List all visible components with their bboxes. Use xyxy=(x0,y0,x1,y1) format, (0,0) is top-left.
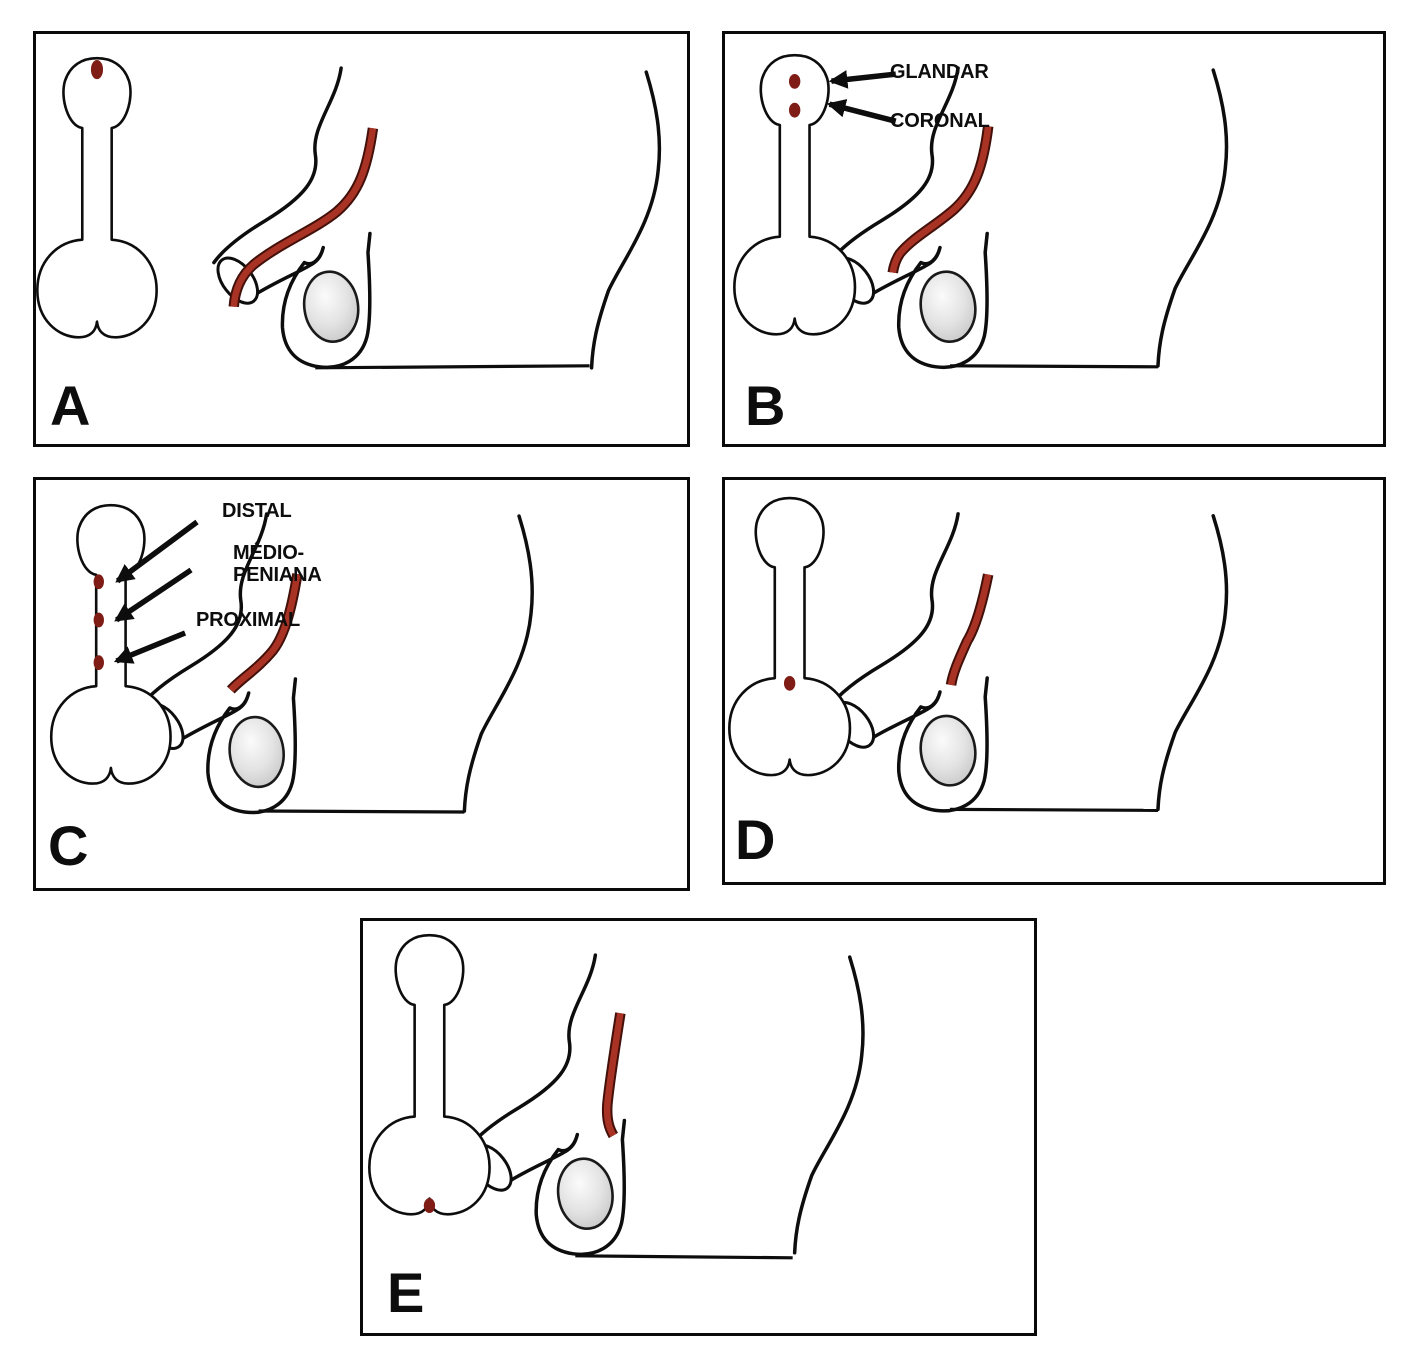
panel-letter: A xyxy=(50,374,91,437)
panel-d-drawing xyxy=(728,496,1229,813)
meatus-dot-proximal xyxy=(93,655,104,671)
frontal-penis xyxy=(728,496,852,777)
ground-line xyxy=(258,809,465,814)
panel-b: GLANDAR CORONAL B xyxy=(722,31,1386,447)
annotation-glandar: GLANDAR xyxy=(890,61,989,83)
panel-letter: D xyxy=(735,808,776,871)
panel-e-drawing xyxy=(368,933,865,1260)
meatus-dot-glandar-tip xyxy=(90,59,104,80)
lateral-body xyxy=(208,66,372,370)
ground-line xyxy=(950,364,1158,369)
label-arrow-midshaft xyxy=(114,567,193,623)
meatus-dot-midshaft xyxy=(93,612,104,628)
panel-c-drawing xyxy=(49,503,534,815)
urethra-path xyxy=(601,1012,626,1139)
panel-a: A xyxy=(33,31,690,447)
label-arrow-glandar xyxy=(828,70,897,89)
ground-line xyxy=(950,807,1158,812)
annotation-coronal: CORONAL xyxy=(890,110,990,132)
urethra-path xyxy=(945,573,994,686)
ground-line xyxy=(315,364,590,370)
panel-e: E xyxy=(360,918,1037,1336)
meatus-dot-penoscrotal xyxy=(783,675,796,691)
buttock-contour xyxy=(462,514,534,813)
ground-line xyxy=(575,1254,793,1260)
label-arrow-coronal xyxy=(826,99,897,124)
frontal-penis xyxy=(368,933,491,1216)
panel-d: D xyxy=(722,477,1386,885)
panel-c: DISTAL MÉDIO- PENIANA PROXIMAL C xyxy=(33,477,690,891)
annotation-distal: DISTAL xyxy=(222,500,292,522)
annotation-medio-line1: MÉDIO- xyxy=(233,542,305,564)
lateral-body xyxy=(461,953,627,1257)
urethra-path xyxy=(226,573,303,694)
buttock-contour xyxy=(589,70,662,370)
buttock-contour xyxy=(1156,514,1229,812)
panel-letter: C xyxy=(48,814,89,877)
urethra-path xyxy=(887,125,994,274)
panel-b-drawing xyxy=(733,53,1229,370)
panel-letter: E xyxy=(387,1261,425,1324)
annotation-medio-line2: PENIANA xyxy=(233,564,322,586)
panel-letter: B xyxy=(745,374,786,437)
urethra-path xyxy=(228,127,379,308)
annotation-proximal: PROXIMAL xyxy=(196,609,300,631)
buttock-contour xyxy=(1156,68,1229,368)
meatus-dot-perineal xyxy=(423,1198,436,1213)
frontal-penis xyxy=(36,56,158,339)
label-arrow-distal xyxy=(115,519,199,584)
panel-a-drawing xyxy=(36,56,662,370)
label-arrow-proximal xyxy=(113,630,187,664)
frontal-penis xyxy=(733,53,857,336)
meatus-dot-glandar xyxy=(788,73,801,89)
meatus-dot-distal xyxy=(93,574,104,590)
buttock-contour xyxy=(792,955,865,1255)
meatus-dot-coronal xyxy=(788,102,801,118)
annotation-medio: MÉDIO- PENIANA xyxy=(233,542,322,586)
